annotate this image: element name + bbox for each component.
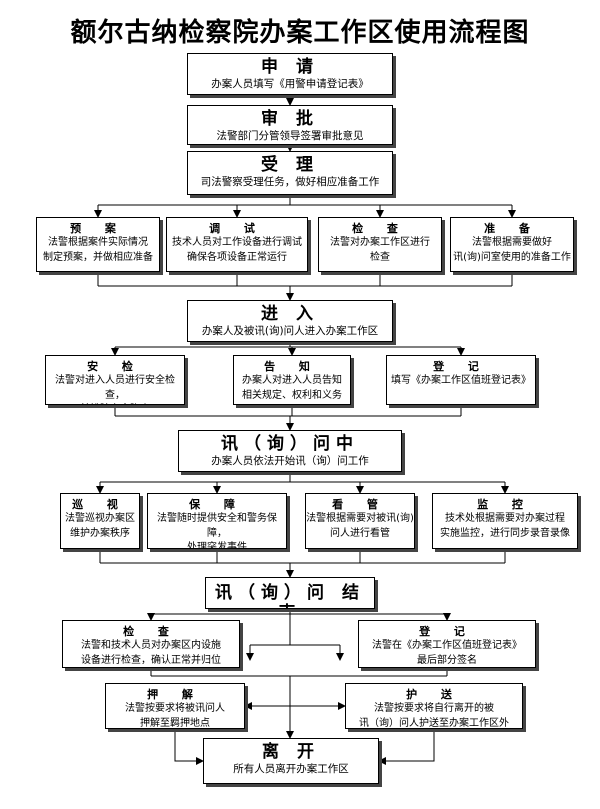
step-custody-heading: 看 管 — [332, 498, 388, 511]
step-enter-heading: 进 入 — [261, 304, 319, 324]
step-plan-box: 预 案法警根据案件实际情况制定预案，并做相应准备 — [36, 217, 160, 272]
step-guarantee-desc-line: 处理突发事件 — [187, 542, 247, 549]
arrow-out-to-leave — [378, 729, 435, 765]
step-escort-custody-desc-line: 法警按要求将被讯问人 — [125, 703, 225, 715]
step-enter-box: 进 入办案人及被讯(询)问人进入办案工作区 — [187, 300, 393, 342]
step-prepare-box: 准 备法警根据需要做好讯(询)问室使用的准备工作 — [450, 217, 574, 272]
step-final-register-heading: 登 记 — [419, 625, 475, 638]
step-prepare-desc-line: 法警根据需要做好 — [472, 237, 552, 249]
step-custody-desc-line: 法警根据需要对被讯(询) — [306, 513, 414, 525]
step-inform-desc-line: 办案人对进入人员告知 — [242, 375, 342, 387]
step-debug-desc-line: 技术人员对工作设备进行调试 — [172, 237, 302, 249]
step-register-desc-line: 填写《办案工作区值班登记表》 — [391, 375, 531, 387]
step-final-register-desc-line: 最后部分签名 — [417, 654, 477, 666]
step-monitor-box: 监 控技术处根据需要对办案过程实施监控，进行同步录音录像 — [432, 493, 578, 549]
arrow-custody-to-leave — [174, 729, 204, 765]
step-inspect-desc-line: 检查 — [370, 251, 390, 263]
step-escort-custody-heading: 押 解 — [147, 688, 203, 701]
step-prepare-desc-line: 讯(询)问室使用的准备工作 — [453, 251, 571, 263]
step-guarantee-box: 保 障法警随时提供安全和警务保障， 处理突发事件 — [147, 493, 287, 549]
step-leave-box: 离 开所有人员离开办案工作区 — [203, 738, 379, 784]
step-interrogation-end-box: 讯（询）问 结 束 — [205, 577, 375, 609]
step-inform-desc-line: 相关规定、权利和义务 — [242, 389, 342, 401]
step-debug-heading: 调 试 — [209, 222, 265, 235]
step-monitor-desc-line: 实施监控，进行同步录音录像 — [440, 527, 570, 539]
step-leave-heading: 离 开 — [262, 742, 320, 762]
step-inspect-box: 检 查法警对办案工作区进行检查 — [318, 217, 442, 272]
step-patrol-desc-line: 维护办案秩序 — [70, 527, 130, 539]
step-interrogation-heading: 讯（询）问中 — [221, 434, 359, 454]
step-apply-box: 申 请办案人员填写《用警申请登记表》 — [187, 53, 393, 95]
step-patrol-desc-line: 法警巡视办案区 — [65, 513, 135, 525]
step-plan-desc-line: 制定预案，并做相应准备 — [43, 251, 153, 263]
page-title: 额尔古纳检察院办案工作区使用流程图 — [70, 18, 530, 48]
step-plan-desc-line: 法警根据案件实际情况 — [48, 237, 148, 249]
step-interrogation-box: 讯（询）问中办案人员依法开始讯（询）问工作 — [178, 430, 402, 472]
step-inspect-heading: 检 查 — [352, 222, 408, 235]
step-inspect-desc-line: 法警对办案工作区进行 — [330, 237, 430, 249]
step-enter-desc-line: 办案人及被讯(询)问人进入办案工作区 — [201, 325, 379, 338]
step-escort-custody-box: 押 解法警按要求将被讯问人押解至羁押地点 — [105, 683, 245, 729]
step-escort-out-desc-line: 法警按要求将自行离开的被 — [374, 703, 494, 715]
step-final-inspect-box: 检 查法警和技术人员对办案区内设施设备进行检查，确认正常并归位 — [62, 620, 240, 668]
step-apply-heading: 申 请 — [261, 57, 319, 77]
step-inform-heading: 告 知 — [264, 360, 320, 373]
step-security-check-desc-line: 并排除安全隐患 — [46, 403, 184, 404]
step-custody-desc-line: 问人进行看管 — [330, 527, 390, 539]
step-interrogation-desc-line: 办案人员依法开始讯（询）问工作 — [211, 455, 369, 468]
step-security-check-heading: 安 检 — [87, 360, 143, 373]
step-apply-desc-line: 办案人员填写《用警申请登记表》 — [211, 78, 369, 91]
step-debug-box: 调 试技术人员对工作设备进行调试确保各项设备正常运行 — [166, 217, 308, 272]
step-accept-desc-line: 司法警察受理任务，做好相应准备工作 — [200, 176, 380, 189]
step-final-inspect-desc-line: 设备进行检查，确认正常并归位 — [81, 654, 221, 666]
step-guarantee-heading: 保 障 — [189, 498, 245, 511]
step-prepare-heading: 准 备 — [484, 222, 540, 235]
step-debug-desc-line: 确保各项设备正常运行 — [187, 251, 287, 263]
step-accept-heading: 受 理 — [261, 155, 319, 175]
step-monitor-heading: 监 控 — [477, 498, 533, 511]
step-approve-desc-line: 法警部门分管领导签署审批意见 — [216, 130, 364, 143]
step-custody-box: 看 管法警根据需要对被讯(询) 问人进行看管 — [305, 493, 415, 549]
step-escort-out-box: 护 送法警按要求将自行离开的被讯（询）问人护送至办案工作区外 — [345, 683, 523, 729]
step-register-box: 登 记填写《办案工作区值班登记表》 — [386, 355, 536, 405]
step-escort-custody-desc-line: 押解至羁押地点 — [140, 717, 210, 729]
step-interrogation-end-heading: 讯（询）问 结 束 — [215, 583, 365, 608]
step-final-inspect-heading: 检 查 — [123, 625, 179, 638]
step-register-heading: 登 记 — [433, 360, 489, 373]
step-patrol-box: 巡 视法警巡视办案区维护办案秩序 — [60, 493, 140, 549]
step-final-inspect-desc-line: 法警和技术人员对办案区内设施 — [81, 640, 221, 652]
step-guarantee-desc-line: 法警随时提供安全和警务保障， — [157, 513, 277, 539]
step-approve-heading: 审 批 — [261, 109, 319, 129]
step-escort-out-desc-line: 讯（询）问人护送至办案工作区外 — [359, 717, 509, 729]
step-plan-heading: 预 案 — [70, 222, 126, 235]
step-approve-box: 审 批法警部门分管领导签署审批意见 — [187, 105, 393, 145]
step-accept-box: 受 理司法警察受理任务，做好相应准备工作 — [187, 151, 393, 195]
step-final-register-desc-line: 法警在《办案工作区值班登记表》 — [372, 640, 522, 652]
step-escort-out-heading: 护 送 — [406, 688, 462, 701]
step-final-register-box: 登 记法警在《办案工作区值班登记表》最后部分签名 — [358, 620, 536, 668]
step-inform-box: 告 知办案人对进入人员告知相关规定、权利和义务 — [233, 355, 351, 405]
step-leave-desc-line: 所有人员离开办案工作区 — [233, 763, 349, 776]
step-security-check-desc-line: 法警对进入人员进行安全检查， — [55, 375, 175, 401]
step-patrol-heading: 巡 视 — [72, 498, 128, 511]
step-monitor-desc-line: 技术处根据需要对办案过程 — [445, 513, 565, 525]
